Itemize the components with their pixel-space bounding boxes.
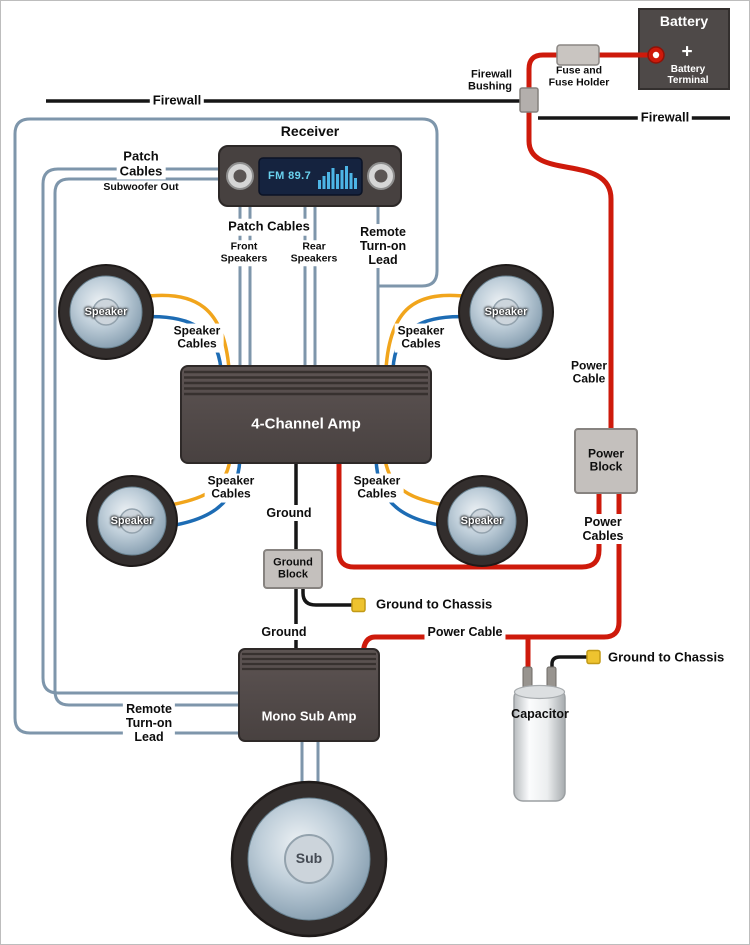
battery-label: Battery [659, 13, 709, 30]
patch-cables-label: Patch Cables [225, 218, 313, 236]
power-cable-label-top: Power Cable [570, 358, 608, 386]
subwoofer-patch-2 [53, 177, 251, 707]
mono-sub-amp-label: Mono Sub Amp [261, 708, 357, 724]
power-cable-to-mono-amp [360, 461, 622, 658]
receiver [218, 145, 402, 207]
radio-display-text: FM 89.7 [268, 169, 312, 182]
mono-sub-amp [238, 648, 380, 742]
speaker-cables-label-rl: Speaker Cables [204, 473, 258, 503]
power-cable-to-4ch-amp [336, 456, 602, 570]
speaker-front-right [458, 264, 554, 360]
ground-lugs [351, 597, 601, 665]
ground-block-to-chassis [301, 581, 353, 607]
power-cable-label-bottom: Power Cable [424, 624, 506, 640]
rear-speakers-label: Rear Speakers [287, 240, 341, 266]
receiver-label: Receiver [280, 123, 340, 140]
fuse-label: Fuse and Fuse Holder [548, 64, 610, 88]
chassis-lug-1 [351, 597, 366, 613]
signal-cables [13, 117, 439, 786]
patch-cables-subwoofer-label: Patch Cables [116, 148, 166, 180]
speaker-cables-label-rr: Speaker Cables [350, 473, 404, 503]
remote-turn-on-label-bottom: Remote Turn-on Lead [122, 701, 176, 745]
firewall-bushing-label: Firewall Bushing [468, 68, 512, 93]
capacitor-ground-to-chassis [550, 655, 587, 675]
battery-plus-label: + [681, 41, 693, 63]
speaker-label-rr: Speaker [460, 514, 504, 527]
speaker-label-rl: Speaker [110, 514, 154, 527]
fuse-holder [556, 44, 600, 66]
firewall-right-label: Firewall [637, 109, 693, 127]
ground-label-bottom: Ground [258, 624, 310, 640]
ground-to-chassis-label-1: Ground to Chassis [376, 596, 493, 612]
speaker-label-fr: Speaker [484, 305, 528, 318]
spectrum-bars-icon [318, 166, 357, 189]
power-cables-label: Power Cables [579, 514, 627, 544]
tuner-knob-icon [367, 162, 395, 190]
ground-label-top: Ground [263, 505, 315, 521]
ground-block [263, 549, 323, 589]
four-channel-amp [180, 365, 432, 464]
firewall-bushing [519, 87, 539, 113]
remote-lead-loop [13, 117, 439, 735]
front-speakers-label: Front Speakers [217, 240, 271, 266]
volume-knob-icon [226, 162, 254, 190]
firewall-left-label: Firewall [149, 92, 205, 110]
power-block-label: Power Block [587, 446, 625, 474]
ground-block-label: Ground Block [273, 556, 313, 581]
capacitor-label: Capacitor [511, 707, 569, 721]
firewall-lines [46, 99, 730, 120]
subwoofer-out-label: Subwoofer Out [100, 181, 182, 195]
power-block [574, 428, 638, 494]
speaker-cables-label-fl: Speaker Cables [170, 323, 224, 353]
four-channel-amp-label: 4-Channel Amp [251, 415, 361, 433]
battery-terminal-label: Battery Terminal [667, 63, 709, 86]
ground-to-chassis-label-2: Ground to Chassis [608, 649, 725, 665]
battery-terminal-icon [647, 46, 665, 64]
sub-label: Sub [295, 850, 323, 867]
speaker-label-fl: Speaker [84, 305, 128, 318]
speaker-rear-right [436, 475, 528, 567]
subwoofer-patch-1 [41, 167, 251, 695]
chassis-lug-2 [586, 649, 601, 665]
speaker-rear-left [86, 475, 178, 567]
speaker-cables-label-fr: Speaker Cables [394, 323, 448, 353]
power-cable-battery-to-block [526, 52, 651, 461]
remote-turn-on-label-top: Remote Turn-on Lead [356, 224, 410, 268]
subwoofer [230, 780, 388, 938]
speaker-front-left [58, 264, 154, 360]
capacitor [513, 666, 566, 802]
